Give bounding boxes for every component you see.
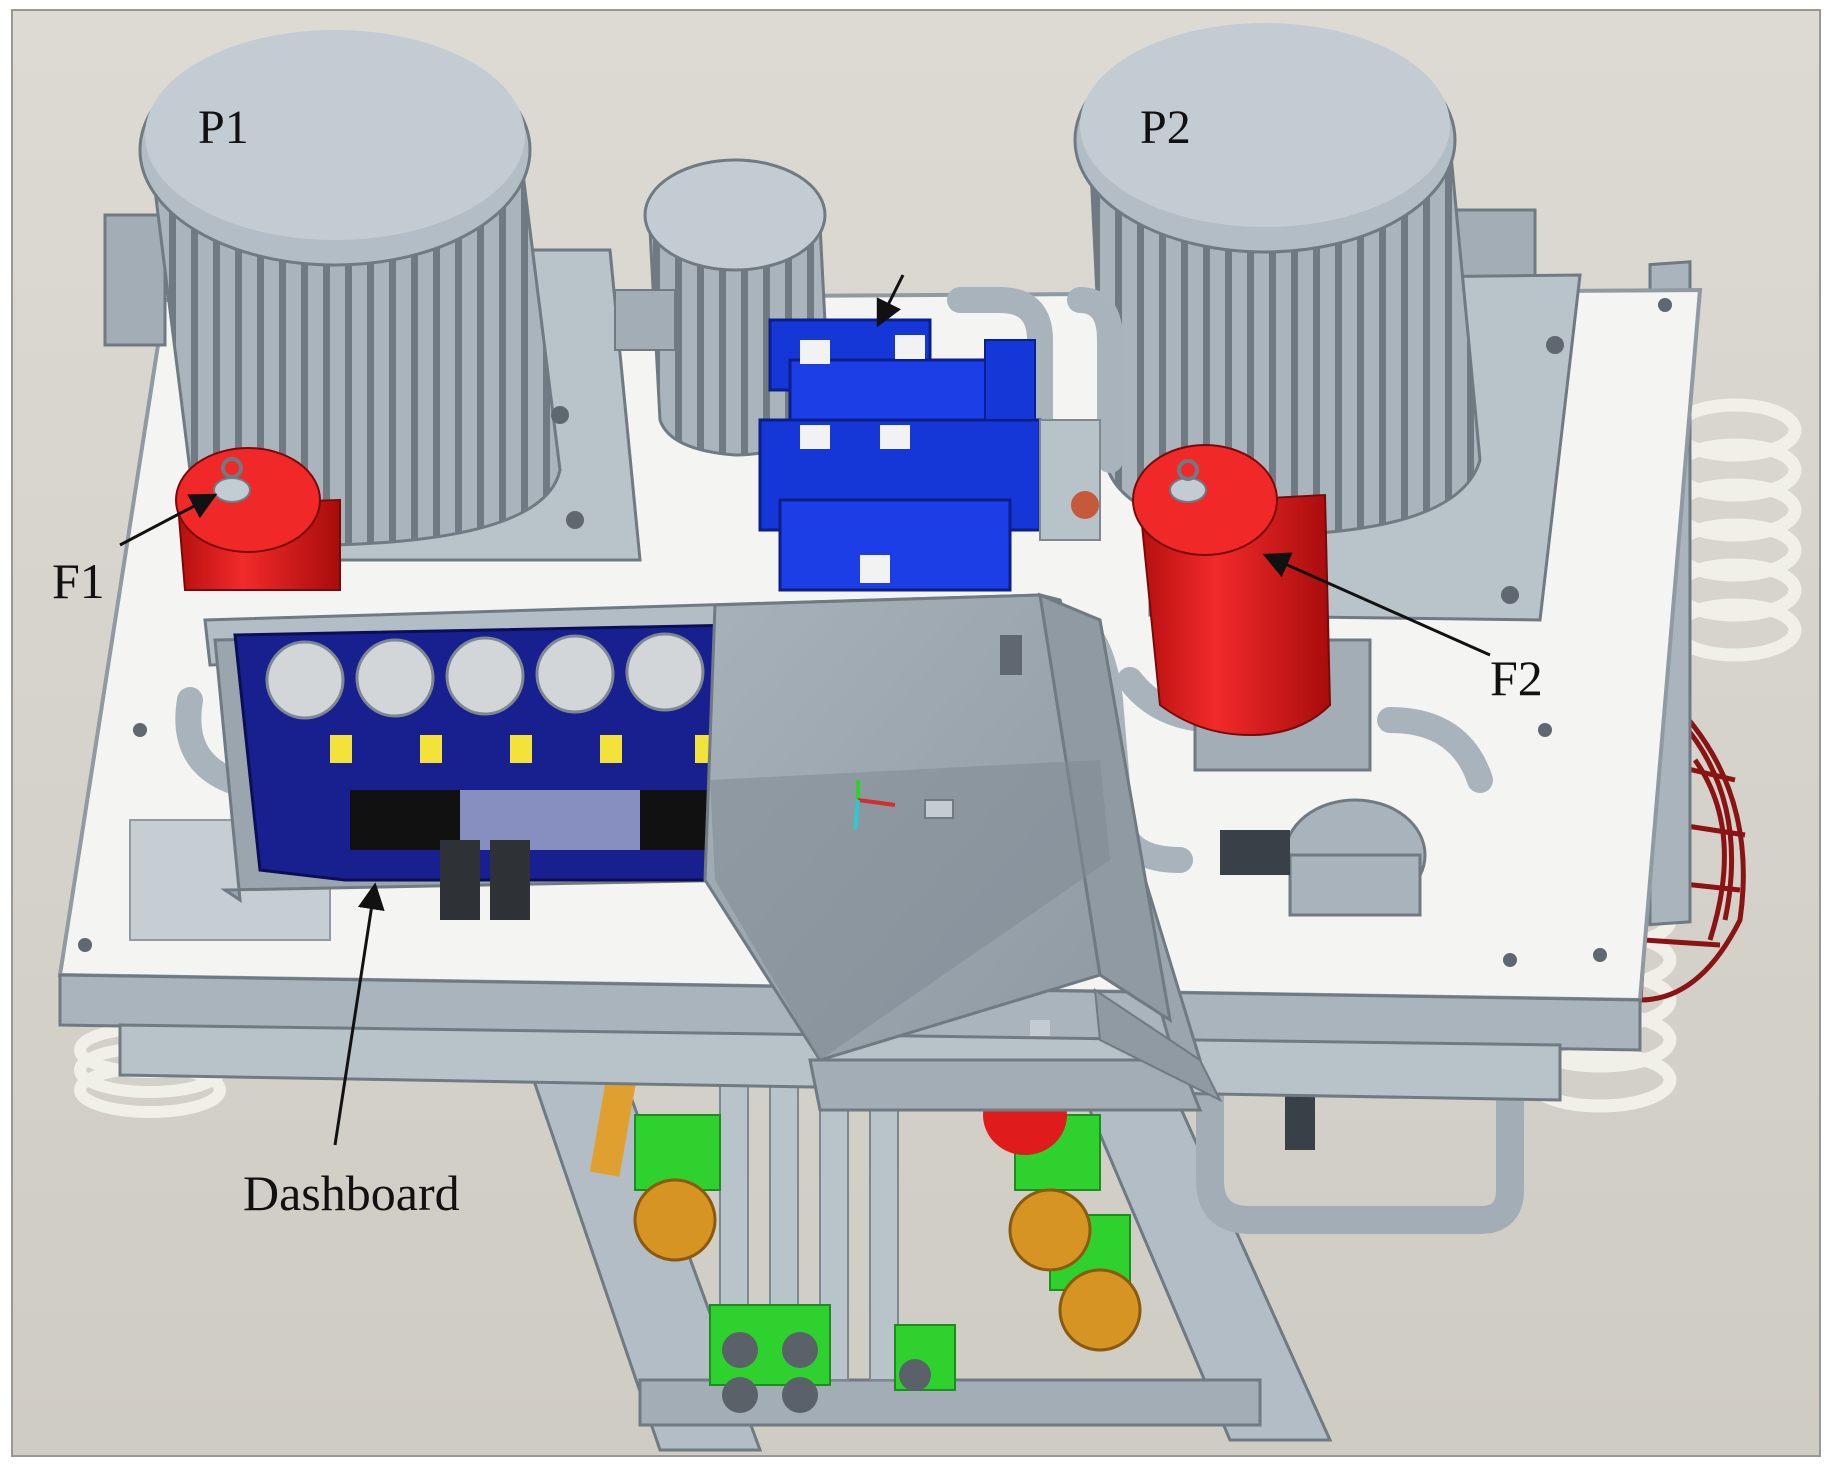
coordinate-triad-icon [853,780,896,831]
label-f2: F2 [1490,650,1543,706]
valve-stack [758,318,1101,592]
right-support [1093,987,1223,1103]
electrical-cabinet [703,592,1173,1062]
dashboard-panel [213,623,747,920]
arrow-dashboard [333,882,385,1146]
small-motor [614,158,832,457]
filter-f1 [175,447,341,591]
label-p1: P1 [198,101,249,154]
arrow-valve [876,274,905,328]
lower-frame [517,1038,1524,1452]
label-p2: P2 [1140,101,1191,154]
label-f1: F1 [52,553,105,609]
arrow-f1 [119,493,218,547]
coil-right-upper [1668,398,1802,662]
callouts: P1 P2 F1 F2 Dashboard [52,101,1543,1221]
label-dashboard: Dashboard [243,1165,460,1221]
motor-p1 [103,30,642,562]
arrow-f2 [1262,552,1491,657]
